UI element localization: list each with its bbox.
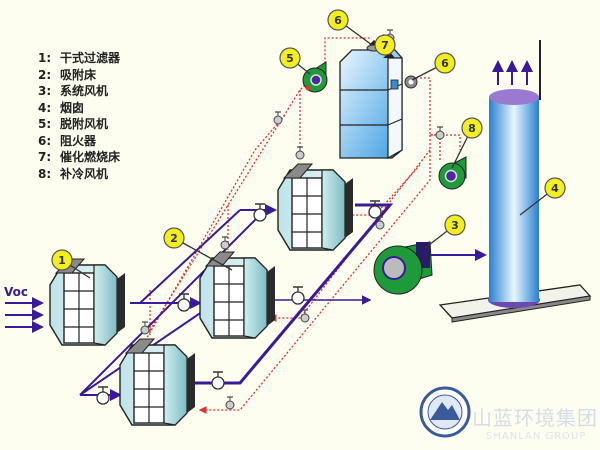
legend-label: 催化燃烧床 bbox=[60, 150, 121, 164]
small-valve bbox=[300, 309, 310, 323]
badge-1 bbox=[51, 249, 73, 271]
badge-2-text: 2 bbox=[170, 232, 178, 245]
legend-num: 4: bbox=[38, 100, 52, 115]
badge-4 bbox=[544, 177, 566, 199]
valve bbox=[211, 371, 225, 390]
badge-6b-text: 6 bbox=[441, 57, 449, 70]
valve bbox=[96, 386, 110, 405]
small-valve bbox=[295, 146, 305, 160]
chimney-stack bbox=[438, 40, 592, 323]
badge-5-text: 5 bbox=[286, 52, 294, 65]
legend: 1: 干式过滤器 2: 吸附床 3: 系统风机 4: 烟囱 5: 脱附风机 6: 阻火器 7… bbox=[38, 50, 120, 182]
valve bbox=[291, 286, 305, 305]
adsorption-bed-bottom bbox=[119, 338, 196, 426]
adsorption-bed-middle bbox=[199, 251, 276, 339]
watermark-company-cn: 山蓝环境集团 bbox=[472, 406, 598, 430]
badge-1-text: 1 bbox=[58, 254, 66, 267]
legend-label: 阻火器 bbox=[60, 133, 97, 148]
badge-3 bbox=[444, 214, 466, 236]
valve bbox=[253, 203, 267, 222]
legend-item: 7: 催化燃烧床 bbox=[38, 149, 120, 166]
legend-num: 5: bbox=[38, 117, 52, 131]
small-valve bbox=[273, 111, 283, 125]
legend-item: 2: 吸附床 bbox=[38, 67, 120, 84]
voc-inlet-arrows bbox=[5, 297, 44, 333]
legend-item: 3: 系统风机 bbox=[38, 83, 120, 100]
badge-4-text: 4 bbox=[551, 182, 559, 195]
badge-6a-text: 6 bbox=[334, 14, 342, 27]
voc-inlet-label: Voc bbox=[4, 285, 28, 299]
legend-num: 2: bbox=[38, 67, 52, 82]
company-logo-icon bbox=[419, 386, 471, 438]
legend-item: 8: 补冷风机 bbox=[38, 166, 120, 183]
badge-2 bbox=[163, 227, 185, 249]
legend-num: 3: bbox=[38, 84, 52, 98]
badge-8-text: 8 bbox=[468, 122, 476, 135]
dry-filter bbox=[49, 258, 126, 346]
legend-label: 干式过滤器 bbox=[60, 51, 121, 65]
adsorption-bed-top bbox=[277, 163, 354, 251]
legend-num: 1: bbox=[38, 51, 52, 65]
small-valve bbox=[140, 321, 150, 335]
system-fan bbox=[373, 241, 433, 295]
catalytic-combustion-bed bbox=[339, 49, 403, 160]
badge-5 bbox=[279, 47, 301, 69]
badge-3-text: 3 bbox=[451, 219, 459, 232]
legend-label: 烟囱 bbox=[60, 100, 85, 115]
desorption-fan bbox=[302, 61, 328, 93]
legend-label: 补冷风机 bbox=[60, 166, 109, 181]
legend-label: 脱附风机 bbox=[60, 117, 109, 131]
badge-7-text: 7 bbox=[381, 39, 389, 52]
legend-label: 系统风机 bbox=[60, 84, 109, 98]
cooling-fan bbox=[438, 156, 467, 190]
legend-item: 1: 干式过滤器 bbox=[38, 50, 120, 67]
badge-6b bbox=[434, 52, 456, 74]
legend-item: 5: 脱附风机 bbox=[38, 116, 120, 133]
badge-6a bbox=[327, 9, 349, 31]
legend-label: 吸附床 bbox=[60, 67, 97, 82]
badge-7 bbox=[374, 34, 396, 56]
legend-item: 6: 阻火器 bbox=[38, 133, 120, 150]
legend-num: 8: bbox=[38, 166, 52, 181]
legend-num: 7: bbox=[38, 150, 52, 164]
watermark-company-en: SHANLAN GROUP bbox=[486, 431, 587, 442]
badge-8 bbox=[461, 117, 483, 139]
legend-item: 4: 烟囱 bbox=[38, 100, 120, 117]
legend-num: 6: bbox=[38, 133, 52, 148]
small-valve bbox=[435, 126, 445, 140]
small-valve bbox=[225, 396, 235, 410]
